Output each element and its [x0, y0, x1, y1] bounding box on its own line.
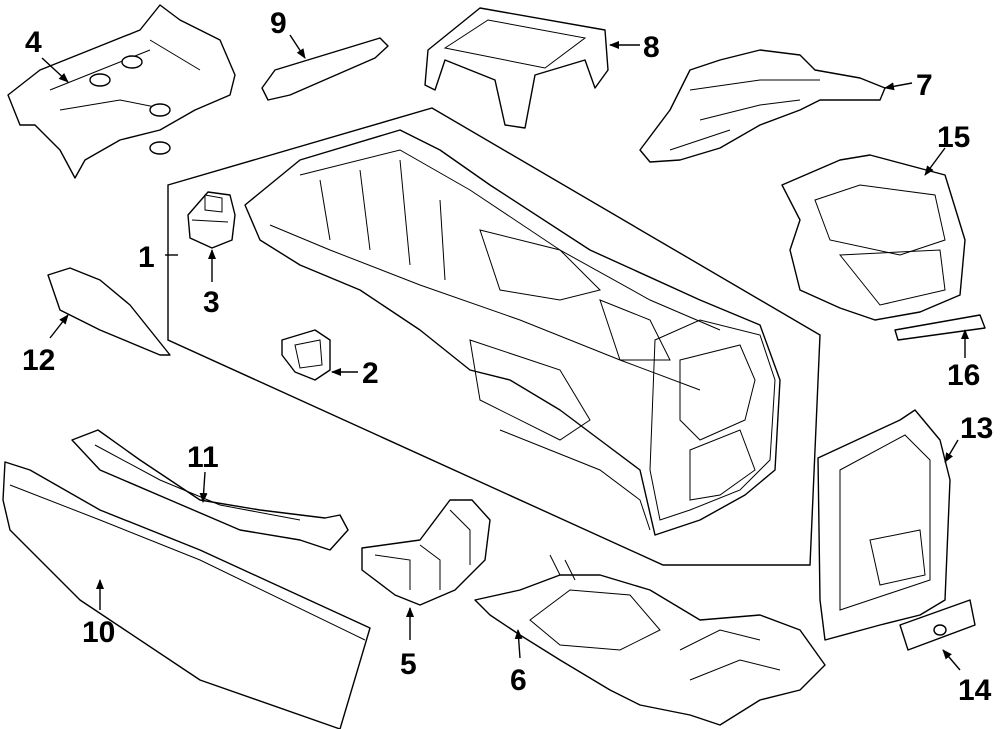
- callout-6: 6: [510, 664, 527, 697]
- callout-4: 4: [25, 26, 42, 59]
- callout-8: 8: [643, 31, 660, 64]
- part-6-base-tray: [474, 554, 826, 726]
- callout-7: 7: [916, 69, 933, 102]
- callout-13: 13: [960, 412, 993, 445]
- leader-13: [944, 439, 959, 463]
- leader-15: [924, 147, 946, 176]
- callout-5: 5: [400, 648, 417, 681]
- callout-3: 3: [203, 286, 220, 319]
- callout-10: 10: [82, 616, 115, 649]
- console-housing: [244, 129, 781, 536]
- leader-14: [942, 649, 961, 671]
- callout-9: 9: [270, 7, 287, 40]
- callout-1: 1: [138, 241, 155, 274]
- leader-7: [884, 82, 913, 91]
- part-5-bracket: [361, 499, 491, 606]
- leader-12: [49, 314, 69, 339]
- callout-15: 15: [937, 121, 970, 154]
- part-7-arm: [639, 49, 886, 163]
- part-9-strip: [261, 37, 389, 101]
- part-8-frame: [424, 7, 609, 129]
- leader-6: [514, 629, 523, 659]
- part-16-strip: [894, 314, 986, 341]
- callout-11: 11: [187, 441, 219, 474]
- part-2-clip: [281, 329, 331, 381]
- callout-16: 16: [947, 359, 980, 392]
- console-assembly-outline: [167, 107, 821, 566]
- part-15-vent: [781, 154, 966, 321]
- part-4-bracket: [7, 4, 236, 179]
- callout-12: 12: [22, 344, 55, 377]
- leader-4: [41, 57, 69, 83]
- callout-2: 2: [362, 357, 379, 390]
- part-13-rear-panel: [817, 409, 951, 641]
- part-12-cover: [47, 267, 171, 356]
- part-10-side-panel: [2, 461, 371, 729]
- callout-14: 14: [958, 674, 992, 707]
- part-11-trim: [71, 429, 349, 551]
- part-3-switch: [187, 191, 236, 249]
- part-14-panel: [899, 599, 976, 651]
- leader-11: [199, 471, 208, 503]
- leader-9: [289, 34, 306, 59]
